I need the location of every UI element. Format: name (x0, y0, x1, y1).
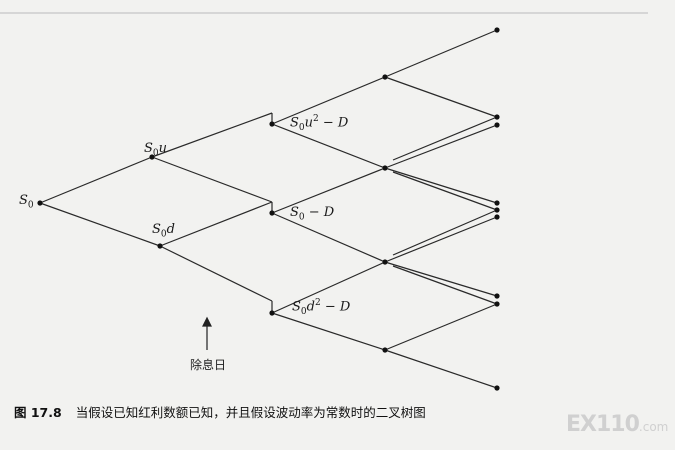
tree-edge (384, 303, 498, 351)
tree-node (494, 301, 500, 307)
label-s0d2-minus-d: S0d2 − D (292, 298, 351, 317)
label-s0-minus-d: S0 − D (290, 205, 335, 223)
watermark-logo: EX110.com (566, 412, 669, 437)
tree-edge (39, 202, 161, 247)
node-s0 (37, 200, 43, 206)
tree-node (494, 200, 500, 206)
caption-text: 当假设已知红利数额已知，并且假设波动率为常数时的二叉树图 (75, 405, 426, 420)
tree-edge (159, 245, 273, 302)
tree-node (494, 207, 500, 213)
tree-edge (384, 216, 498, 263)
top-rule (0, 12, 648, 14)
tree-edge (384, 29, 498, 78)
tree-node (494, 293, 500, 299)
tree-edge (384, 76, 498, 118)
tree-node (494, 214, 500, 220)
tree-node (382, 74, 388, 80)
tree-edge (39, 156, 153, 204)
label-s0u2-minus-d: S0u2 − D (290, 114, 349, 133)
tree-edge (271, 261, 386, 314)
tree-node (382, 259, 388, 265)
tree-node (382, 347, 388, 353)
node-s0u2-minus-d (269, 121, 275, 127)
tree-edge (271, 76, 386, 125)
tree-node (494, 122, 500, 128)
tree-edge (151, 156, 273, 203)
tree-edge (384, 349, 498, 389)
label-s0: S0 (19, 193, 34, 211)
label-s0d: S0d (152, 222, 175, 240)
tree-edge (392, 116, 498, 161)
figure-number: 图 17.8 (14, 405, 62, 420)
node-s0d (157, 243, 163, 249)
tree-edge (384, 167, 498, 204)
tree-edge (384, 261, 498, 297)
tree-edge (392, 209, 498, 256)
tree-node (494, 114, 500, 120)
tree-edge (271, 212, 386, 263)
tree-edge (151, 112, 273, 158)
tree-edge (271, 123, 386, 169)
node-s0d2-minus-d (269, 310, 275, 316)
tree-edge (384, 124, 498, 169)
tree-edge (271, 167, 386, 214)
tree-edge (159, 201, 273, 247)
node-s0-minus-d (269, 210, 275, 216)
tree-node (494, 385, 500, 391)
arrow-head-icon (202, 316, 212, 327)
label-s0u: S0u (144, 141, 168, 159)
tree-edge (271, 312, 386, 351)
ex-dividend-date-label: 除息日 (190, 358, 227, 372)
tree-node (382, 165, 388, 171)
node-s0u (149, 154, 155, 160)
tree-edge (392, 265, 498, 305)
tree-node (494, 27, 500, 33)
tree-edge (392, 171, 498, 211)
figure-caption: 图 17.8 当假设已知红利数额已知，并且假设波动率为常数时的二叉树图 (14, 402, 426, 421)
